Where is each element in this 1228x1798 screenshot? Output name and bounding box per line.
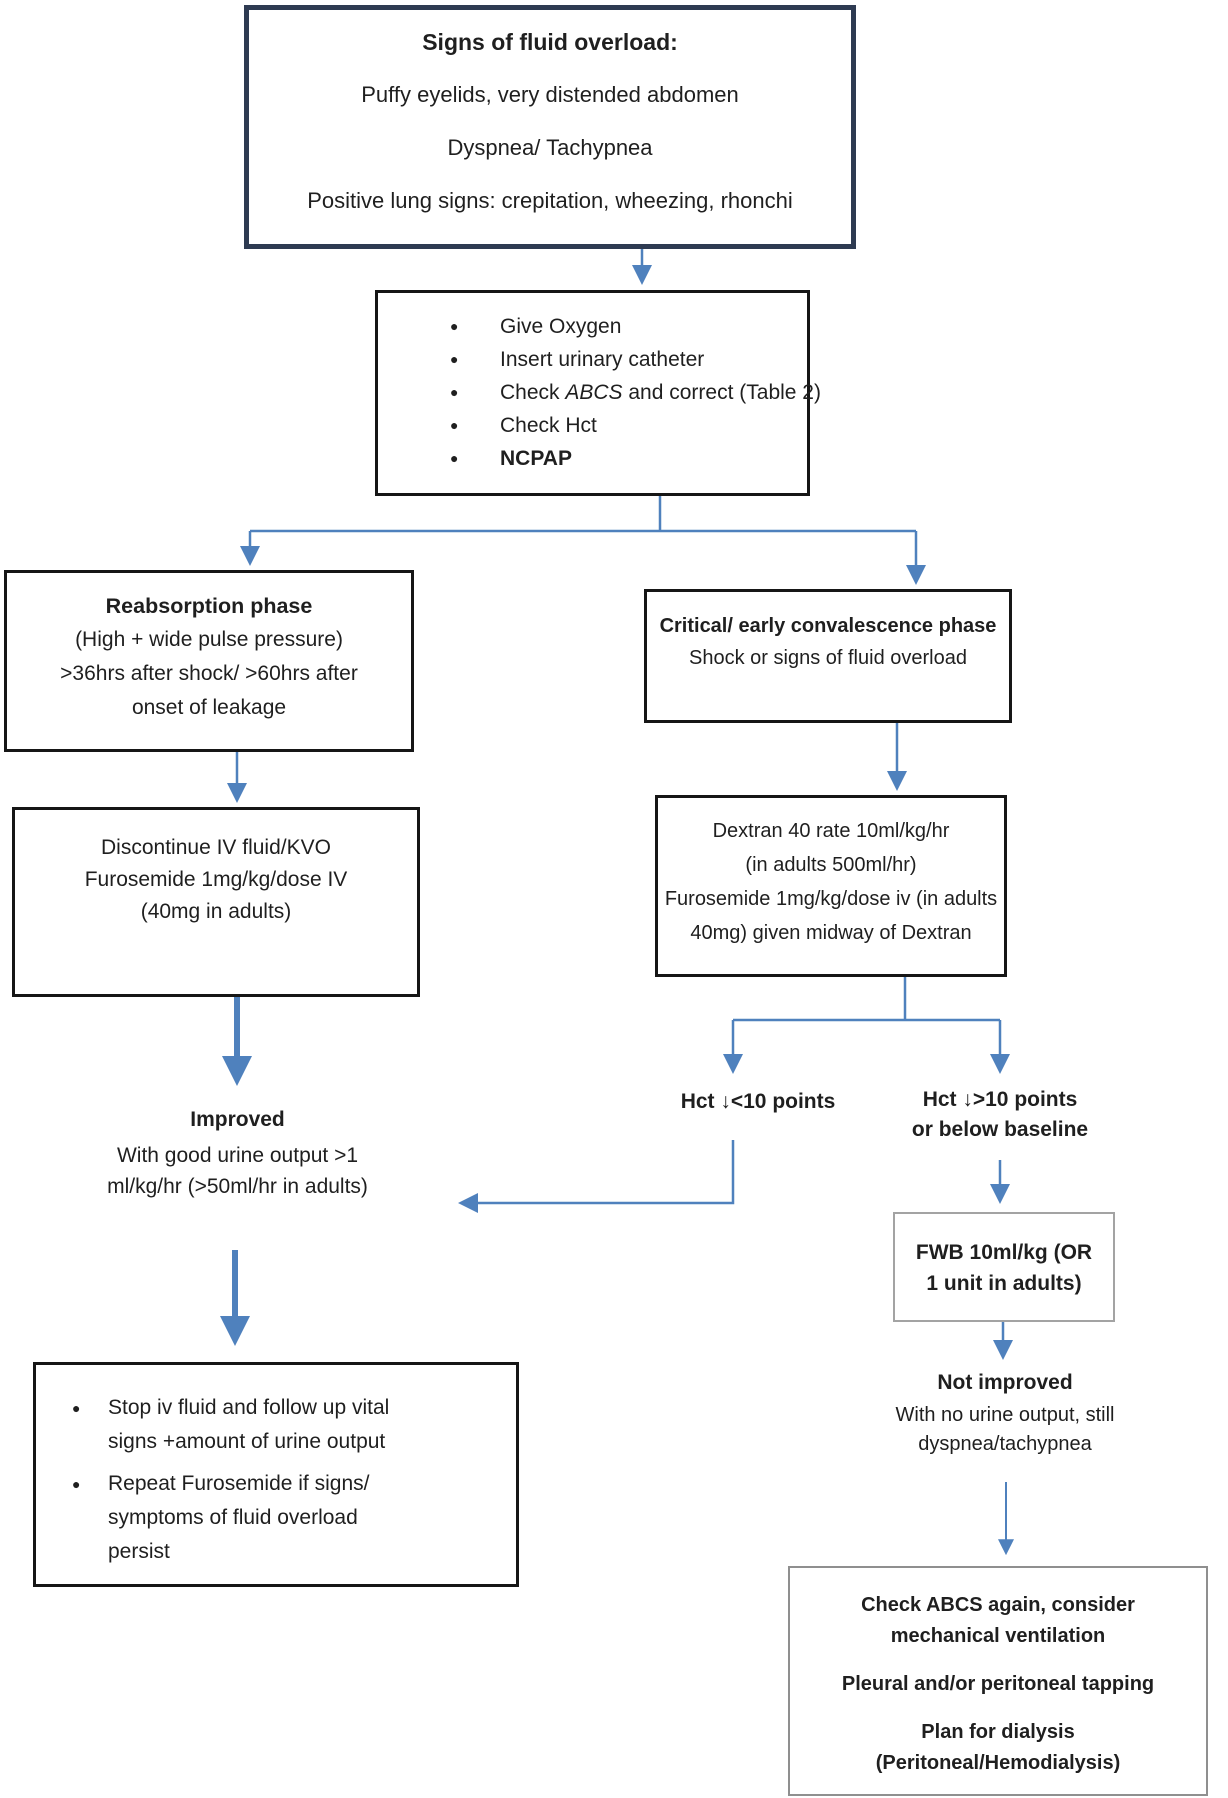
signs-line: Positive lung signs: crepitation, wheezi… [307,188,793,213]
reabsorption-phase-box: Reabsorption phase (High + wide pulse pr… [4,570,414,752]
critical-title: Critical/ early convalescence phase [659,615,997,637]
final-paragraph: Pleural and/or peritoneal tapping [790,1669,1206,1700]
discontinue-line: (40mg in adults) [140,900,292,923]
dextran-line: Dextran 40 rate 10ml/kg/hr [712,820,950,842]
action-label: Check ABCS and correct (Table 2) [500,376,821,409]
stop-item: ● Repeat Furosemide if signs/ symptoms o… [72,1467,496,1569]
reabsorption-line: (High + wide pulse pressure) [75,628,343,651]
bullet-icon: ● [72,1400,81,1416]
final-line: Pleural and/or peritoneal tapping [841,1673,1155,1695]
dextran-line: (in adults 500ml/hr) [745,854,917,876]
discontinue-iv-fluid-box: Discontinue IV fluid/KVO Furosemide 1mg/… [12,807,420,997]
not-improved-line: dyspnea/tachypnea [918,1433,1092,1455]
critical-phase-box: Critical/ early convalescence phase Shoc… [644,589,1012,723]
dextran-line: 40mg) given midway of Dextran [690,922,972,944]
dextran-box: Dextran 40 rate 10ml/kg/hr (in adults 50… [655,795,1007,977]
critical-line: Shock or signs of fluid overload [689,647,967,669]
final-line: Check ABCS again, consider [861,1594,1135,1616]
arrow-hct-low-to-improved [458,1140,735,1213]
reabsorption-line: >36hrs after shock/ >60hrs after [60,662,358,685]
action-item: ● Insert urinary catheter [450,343,807,376]
improved-label: Improved With good urine output >1 ml/kg… [55,1105,420,1202]
final-line: (Peritoneal/Hemodialysis) [875,1752,1121,1774]
action-label-pre: Check [500,381,566,404]
signs-line: Puffy eyelids, very distended abdomen [361,82,739,107]
improved-title: Improved [190,1108,285,1131]
fwb-line: FWB 10ml/kg (OR [915,1241,1093,1264]
action-label-abcs: ABCS [565,381,623,404]
action-item: ● Give Oxygen [450,310,807,343]
stop-iv-fluid-box: ● Stop iv fluid and follow up vital sign… [33,1362,519,1587]
bullet-icon: ● [450,450,459,466]
stop-item-line: symptoms of fluid overload [108,1506,358,1529]
stop-item-line: Repeat Furosemide if signs/ [108,1472,370,1495]
not-improved-line: With no urine output, still [895,1404,1115,1426]
discontinue-line: Furosemide 1mg/kg/dose IV [84,868,348,891]
bullet-icon: ● [450,351,459,367]
stop-item-text: Repeat Furosemide if signs/ symptoms of … [108,1467,369,1569]
bullet-icon: ● [450,417,459,433]
check-abcs-final-box: Check ABCS again, consider mechanical ve… [788,1566,1208,1796]
hct-high-line: Hct ↓>10 points [922,1088,1078,1111]
stop-item-line: persist [108,1540,170,1563]
dextran-line: Furosemide 1mg/kg/dose iv (in adults [664,888,998,910]
action-label: NCPAP [500,447,572,470]
action-label: Give Oxygen [500,315,622,338]
stop-item-line: Stop iv fluid and follow up vital [108,1396,390,1419]
not-improved-title: Not improved [937,1371,1073,1394]
signs-line: Dyspnea/ Tachypnea [447,135,653,160]
signs-of-fluid-overload-box: Signs of fluid overload: Puffy eyelids, … [244,5,856,249]
improved-line: ml/kg/hr (>50ml/hr in adults) [107,1175,368,1198]
hct-high-line: or below baseline [911,1118,1089,1141]
action-label: Check Hct [500,414,597,437]
action-item: ● Check ABCS and correct (Table 2) [450,376,821,409]
reabsorption-line: onset of leakage [131,696,287,719]
final-line: Plan for dialysis [921,1721,1075,1743]
fwb-box: FWB 10ml/kg (OR 1 unit in adults) [893,1212,1115,1322]
stop-item-line: signs +amount of urine output [108,1430,386,1453]
stop-item-text: Stop iv fluid and follow up vital signs … [108,1391,389,1459]
action-item: ● NCPAP [450,442,807,475]
hct-drop-less-10-label: Hct ↓<10 points [680,1090,836,1113]
bullet-icon: ● [450,384,459,400]
reabsorption-title: Reabsorption phase [105,594,313,618]
signs-title: Signs of fluid overload: [422,29,678,55]
bullet-icon: ● [72,1476,81,1492]
final-paragraph: Plan for dialysis (Peritoneal/Hemodialys… [790,1717,1206,1779]
initial-actions-box: ● Give Oxygen ● Insert urinary catheter … [375,290,821,496]
bullet-icon: ● [450,318,459,334]
improved-line: With good urine output >1 [116,1144,359,1167]
hct-drop-more-10-label: Hct ↓>10 points or below baseline [860,1085,1140,1145]
fwb-line: 1 unit in adults) [926,1272,1082,1295]
final-line: mechanical ventilation [890,1625,1106,1647]
stop-item: ● Stop iv fluid and follow up vital sign… [72,1391,496,1459]
action-label: Insert urinary catheter [500,348,705,371]
final-paragraph: Check ABCS again, consider mechanical ve… [790,1590,1206,1652]
discontinue-line: Discontinue IV fluid/KVO [101,836,331,859]
action-label-post: and correct (Table 2) [622,381,821,404]
not-improved-label: Not improved With no urine output, still… [860,1368,1150,1459]
action-item: ● Check Hct [450,409,807,442]
